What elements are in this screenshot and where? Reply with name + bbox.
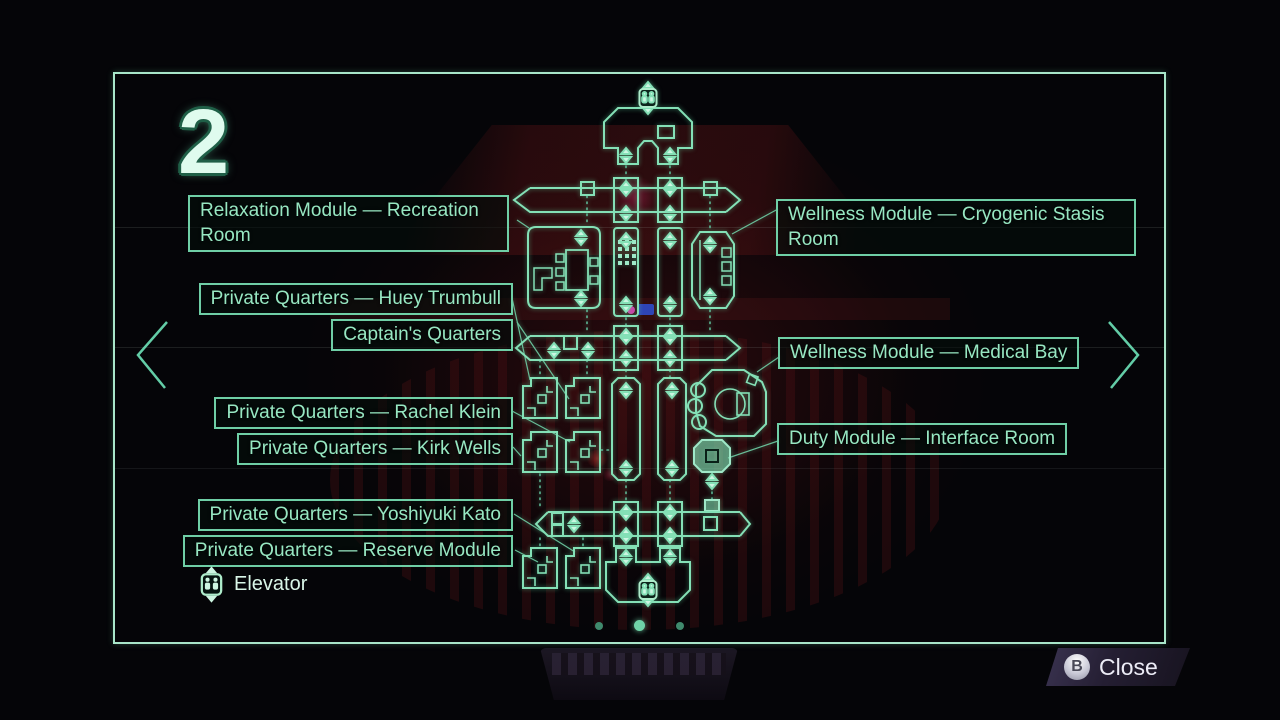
elevator-icon <box>200 566 223 603</box>
room-label-captain: Captain's Quarters <box>331 319 513 351</box>
floor-number: 2 <box>178 91 230 193</box>
elevator-legend: Elevator <box>199 566 307 603</box>
label-leader-lines <box>511 208 780 563</box>
elevator-icon <box>638 81 658 115</box>
floor-page-dot <box>595 622 603 630</box>
room-label-kirk: Private Quarters — Kirk Wells <box>237 433 513 465</box>
floor-page-dot <box>676 622 684 630</box>
chevron-right-icon[interactable] <box>1102 316 1146 394</box>
map-room-quarters-huey <box>522 377 558 419</box>
map-corridor-bottom <box>534 501 752 547</box>
map-room-cryo <box>691 231 735 309</box>
chevron-left-icon[interactable] <box>130 316 174 394</box>
map-room-quarters-yoshiyuki <box>565 547 601 589</box>
close-button[interactable]: B Close <box>1046 648 1190 686</box>
room-label-reserve: Private Quarters — Reserve Module <box>182 535 513 567</box>
room-label-huey: Private Quarters — Huey Trumbull <box>198 283 513 315</box>
room-label-recreation: Relaxation Module — Recreation Room <box>188 195 509 252</box>
room-label-yoshiyuki: Private Quarters — Yoshiyuki Kato <box>197 499 513 531</box>
map-room-bottom <box>605 547 691 603</box>
floor-page-dot-active <box>634 620 645 631</box>
map-room-medical <box>687 369 767 437</box>
b-button-icon: B <box>1064 654 1090 680</box>
corridor-connectors <box>539 165 713 553</box>
map-room-top <box>603 107 693 165</box>
map-room-duty <box>693 439 731 512</box>
map-room-quarters-rachel <box>565 431 601 473</box>
room-label-rachel: Private Quarters — Rachel Klein <box>214 397 513 429</box>
map-room-quarters-kirk <box>522 431 558 473</box>
map-room-quarters-reserve <box>522 547 558 589</box>
elevator-legend-label: Elevator <box>234 573 308 595</box>
map-corridor-long <box>611 377 687 481</box>
room-label-cryo: Wellness Module — Cryogenic Stasis Room <box>776 199 1136 256</box>
map-room-recreation <box>527 226 601 309</box>
map-corridor-mid <box>613 227 683 317</box>
room-label-medical: Wellness Module — Medical Bay <box>778 337 1080 369</box>
map-room-quarters-captain <box>565 377 601 419</box>
close-button-label: Close <box>1099 653 1158 680</box>
room-label-duty: Duty Module — Interface Room <box>777 423 1068 455</box>
